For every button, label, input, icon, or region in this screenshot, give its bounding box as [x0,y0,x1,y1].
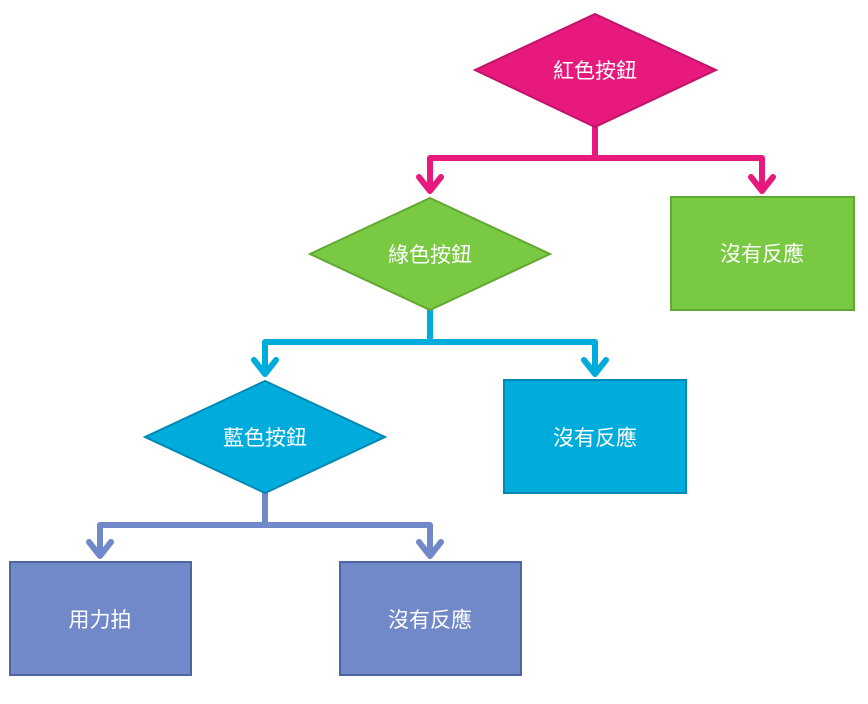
green-button-decision: 綠色按鈕 [307,196,553,312]
red-no-response-label: 沒有反應 [720,242,804,266]
blue-left-arrowhead [86,539,114,559]
green-decision-label: 綠色按鈕 [388,243,472,267]
blue-right-arrowhead [416,539,444,559]
green-connector [251,307,609,377]
green-right-arrowhead [581,357,609,377]
green-left-arrowhead [251,357,279,377]
hit-hard-label: 用力拍 [69,608,132,632]
green-diamond-shape [307,196,553,312]
red-right-arrowhead [748,174,776,194]
hit-hard-box: 用力拍 [9,561,192,676]
red-button-decision: 紅色按鈕 [472,12,719,129]
green-to-no-response-arrow [427,339,598,376]
red-no-response-box: 沒有反應 [670,196,855,311]
blue-no-response-label: 沒有反應 [388,608,472,632]
red-decision-label: 紅色按鈕 [553,59,637,83]
purple-left-box-shape [9,561,192,676]
blue-to-hit-arrow [97,490,268,558]
green-to-blue-arrow [262,307,433,376]
red-diamond-shape [472,12,719,129]
red-left-arrowhead [416,174,444,194]
blue-no-response-box: 沒有反應 [339,561,522,676]
red-to-no-response-arrow [592,155,765,193]
blue-decision-label: 藍色按鈕 [223,426,307,450]
blue-diamond-shape [142,379,388,495]
blue-box-shape [503,379,687,494]
blue-to-no-response-arrow [262,522,433,558]
blue-button-decision: 藍色按鈕 [142,379,388,495]
green-box-shape [670,196,855,311]
blue-connector [86,490,444,559]
purple-right-box-shape [339,561,522,676]
red-to-green-arrow [427,124,598,193]
green-no-response-box: 沒有反應 [503,379,687,494]
red-connector [416,124,776,194]
green-no-response-label: 沒有反應 [553,426,637,450]
